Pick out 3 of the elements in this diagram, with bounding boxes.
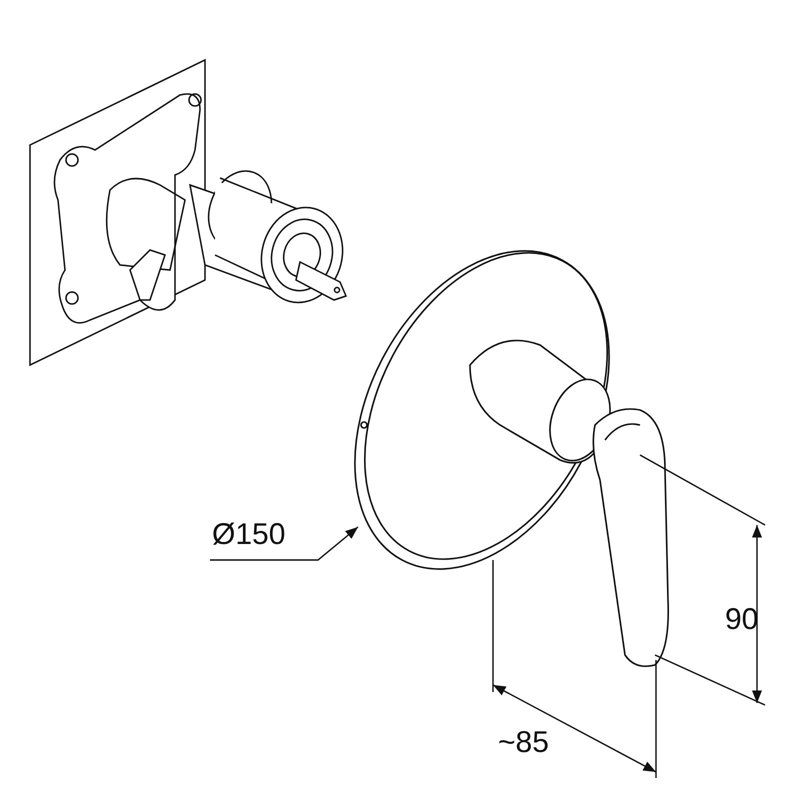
dimension-label: ~85 [498,728,549,758]
dimension-label: 90 [725,605,758,635]
dimension-label: Ø150 [212,520,286,550]
